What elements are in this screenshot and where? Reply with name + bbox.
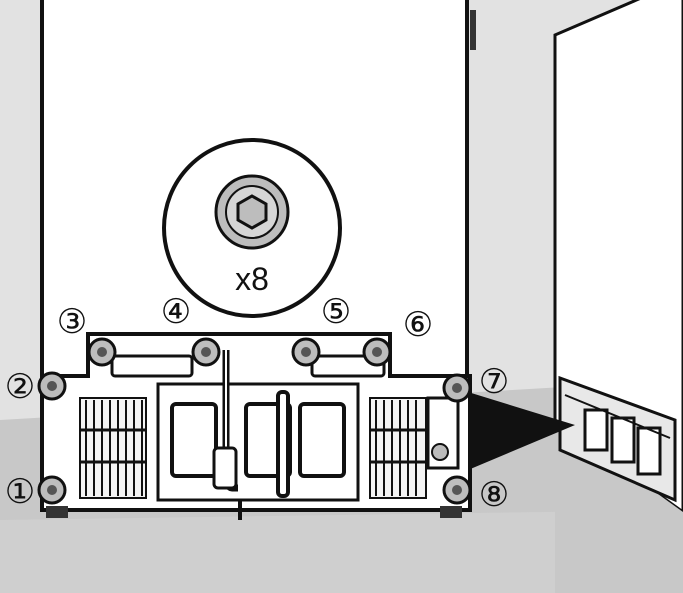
label-4: ④ xyxy=(161,293,191,331)
screw-7 xyxy=(442,373,472,403)
base-panel xyxy=(40,332,472,520)
label-3: ③ xyxy=(57,303,87,341)
perspective-base-panel xyxy=(558,375,677,503)
hex-socket-screw-icon xyxy=(214,174,290,250)
label-2: ② xyxy=(5,368,35,406)
callout: x8 xyxy=(162,138,342,318)
label-5: ⑤ xyxy=(321,293,351,331)
screw-3 xyxy=(87,337,117,367)
screw-1 xyxy=(37,475,67,505)
label-1: ① xyxy=(5,473,35,511)
screw-4 xyxy=(191,337,221,367)
zoom-connector xyxy=(468,392,575,470)
perspective-appliance xyxy=(553,0,683,514)
screw-6 xyxy=(362,337,392,367)
screw-8 xyxy=(442,475,472,505)
left-vent-grille xyxy=(79,397,147,499)
right-vent-grille xyxy=(369,397,427,499)
floor-lower xyxy=(0,510,683,593)
label-7: ⑦ xyxy=(479,363,509,401)
screw-5 xyxy=(291,337,321,367)
label-6: ⑥ xyxy=(403,306,433,344)
screw-2 xyxy=(37,371,67,401)
edge-marking xyxy=(470,10,476,50)
quantity-label: x8 xyxy=(235,261,269,297)
label-8: ⑧ xyxy=(479,476,509,514)
